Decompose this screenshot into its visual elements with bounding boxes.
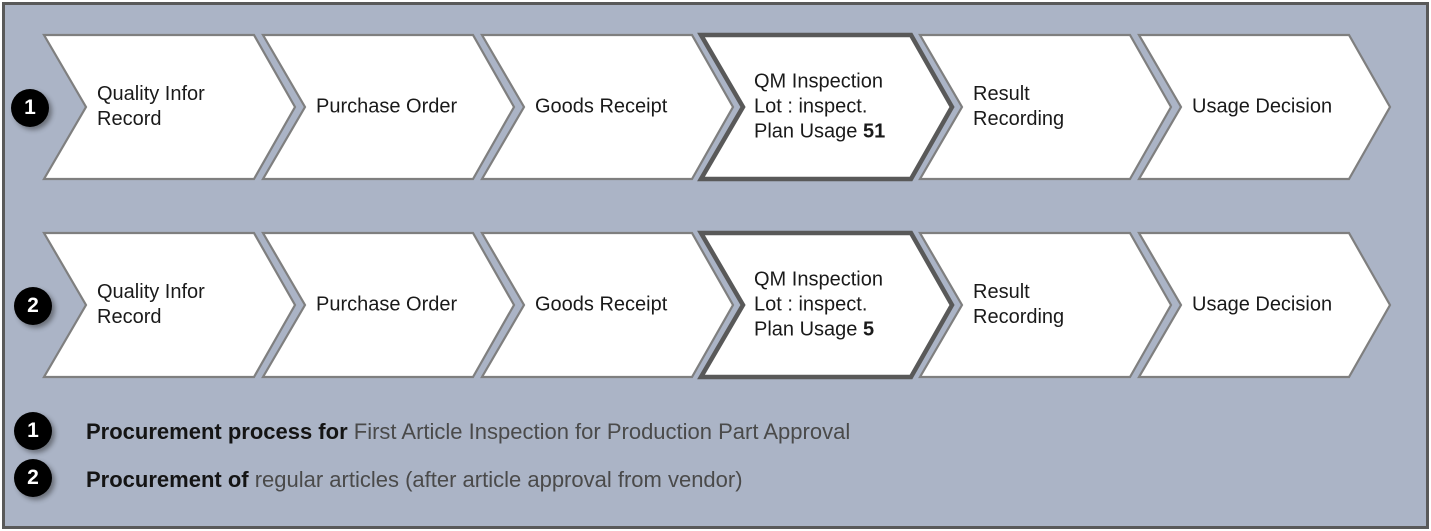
legend2-number-badge: 2 bbox=[14, 459, 52, 497]
step-label-line: Plan Usage 5 bbox=[754, 318, 947, 343]
chevron-shape bbox=[261, 231, 516, 379]
step-label-line: Record bbox=[97, 306, 162, 328]
step-label-line: Purchase Order bbox=[316, 95, 458, 118]
step-label-line: Lot : inspect. bbox=[754, 95, 868, 118]
legend2-prefix-text: Procurement of bbox=[86, 467, 255, 492]
step-goods-receipt: Goods Receipt bbox=[480, 231, 736, 379]
step-label: Result Recording bbox=[973, 280, 1166, 330]
step-label-line: Purchase Order bbox=[316, 293, 458, 316]
step-result-recording: Result Recording bbox=[918, 33, 1174, 181]
chevron-shape bbox=[918, 231, 1173, 379]
chevron-shape bbox=[42, 33, 297, 181]
step-label-line: Quality Infor bbox=[97, 83, 205, 105]
step-label-line: Usage Decision bbox=[1192, 95, 1333, 118]
step-label: Purchase Order bbox=[316, 293, 509, 318]
legend-item-2: Procurement of regular articles (after a… bbox=[86, 466, 743, 494]
step-label-line: Result bbox=[973, 83, 1030, 105]
legend1-detail-text: First Article Inspection for Production … bbox=[353, 419, 851, 444]
plan-usage-text: Plan Usage bbox=[754, 318, 863, 341]
chevron-shape bbox=[1137, 231, 1392, 379]
step-label-line: Quality Infor bbox=[97, 281, 205, 303]
step-label-line: Goods Receipt bbox=[535, 95, 668, 118]
step-label-line: QM Inspection bbox=[754, 70, 883, 93]
row2-number-badge: 2 bbox=[14, 287, 52, 325]
row1-number-badge: 1 bbox=[11, 89, 49, 127]
step-label-line: Record bbox=[97, 108, 162, 130]
step-quality-info-record: Quality Infor Record bbox=[42, 231, 298, 379]
plan-usage-value: 5 bbox=[862, 318, 875, 341]
chevron-shape bbox=[480, 33, 735, 181]
step-usage-decision: Usage Decision bbox=[1137, 33, 1393, 181]
step-label: Usage Decision bbox=[1192, 293, 1385, 318]
step-quality-info-record: Quality Infor Record bbox=[42, 33, 298, 181]
step-purchase-order: Purchase Order bbox=[261, 231, 517, 379]
legend2-detail-text: regular articles (after article approval… bbox=[254, 467, 743, 492]
step-label: Quality Infor Record bbox=[97, 82, 290, 132]
step-label-line: Plan Usage 51 bbox=[754, 120, 947, 145]
step-label-line: Recording bbox=[973, 108, 1065, 130]
chevron-shape-highlighted bbox=[697, 230, 955, 380]
step-label: Purchase Order bbox=[316, 95, 509, 120]
step-label-line: Recording bbox=[973, 306, 1065, 328]
step-label: Result Recording bbox=[973, 82, 1166, 132]
step-label-line: Usage Decision bbox=[1192, 293, 1333, 316]
chevron-shape bbox=[480, 231, 735, 379]
process-row-2: Quality Infor Record Purchase Order Good… bbox=[42, 230, 1402, 380]
step-label: QM Inspection Lot : inspect. Plan Usage … bbox=[754, 70, 947, 145]
process-row-1: Quality Infor Record Purchase Order Good… bbox=[42, 32, 1402, 182]
legend1-number-badge: 1 bbox=[14, 412, 52, 450]
chevron-shape bbox=[261, 33, 516, 181]
plan-usage-text: Plan Usage bbox=[754, 120, 863, 143]
plan-usage-value: 51 bbox=[862, 120, 886, 143]
step-purchase-order: Purchase Order bbox=[261, 33, 517, 181]
step-label: Usage Decision bbox=[1192, 95, 1385, 120]
step-result-recording: Result Recording bbox=[918, 231, 1174, 379]
chevron-shape-highlighted bbox=[697, 32, 955, 182]
step-label-line: Lot : inspect. bbox=[754, 293, 868, 316]
step-usage-decision: Usage Decision bbox=[1137, 231, 1393, 379]
chevron-shape bbox=[918, 33, 1173, 181]
step-label: Goods Receipt bbox=[535, 293, 728, 318]
chevron-shape bbox=[42, 231, 297, 379]
step-label: QM Inspection Lot : inspect. Plan Usage … bbox=[754, 268, 947, 343]
step-qm-inspection-lot: QM Inspection Lot : inspect. Plan Usage … bbox=[697, 32, 955, 182]
step-goods-receipt: Goods Receipt bbox=[480, 33, 736, 181]
legend1-prefix-text: Procurement process for bbox=[86, 419, 354, 444]
step-label-line: QM Inspection bbox=[754, 268, 883, 291]
step-label-line: Goods Receipt bbox=[535, 293, 668, 316]
chevron-shape bbox=[1137, 33, 1392, 181]
step-label-line: Result bbox=[973, 281, 1030, 303]
legend-item-1: Procurement process for First Article In… bbox=[86, 418, 850, 446]
step-label: Quality Infor Record bbox=[97, 280, 290, 330]
step-label: Goods Receipt bbox=[535, 95, 728, 120]
step-qm-inspection-lot: QM Inspection Lot : inspect. Plan Usage … bbox=[697, 230, 955, 380]
